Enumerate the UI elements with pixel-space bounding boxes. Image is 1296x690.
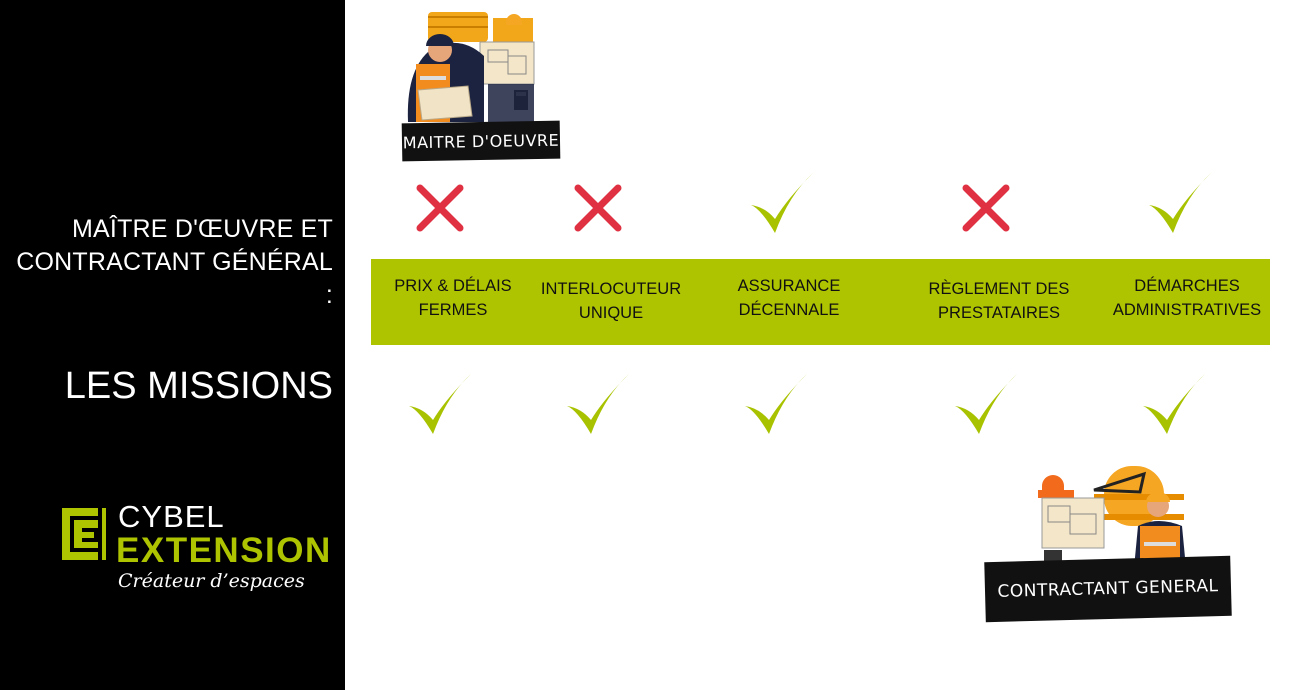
role-tag-contractant-general: CONTRACTANT GENERAL [984,555,1232,623]
mission-label-3: ASSURANCE DÉCENNALE [737,277,841,319]
logo-e-icon [62,508,106,560]
maitre-oeuvre-cross-1 [416,184,464,232]
mission-label-5: DÉMARCHES ADMINISTRATIVES [1112,277,1262,319]
diagram-heading: MAÎTRE D'ŒUVRE ET CONTRACTANT GÉNÉRAL : [16,215,333,309]
contractant-general-check-2 [567,374,629,434]
missions-band [371,259,1270,345]
maitre-oeuvre-illustration [407,12,535,123]
maitre-oeuvre-cross-2 [574,184,622,232]
maitre-oeuvre-cross-4 [962,184,1010,232]
maitre-oeuvre-check-5 [1149,173,1211,233]
mission-label-1: PRIX & DÉLAIS FERMES [394,277,512,319]
logo-tagline: Créateur d’espaces [118,570,305,592]
logo-cybel: CYBEL [118,499,225,534]
role-tag-maitre-oeuvre: MAITRE D'OEUVRE [401,120,561,162]
missions-title: LES MISSIONS [64,365,333,407]
company-logo: CYBEL EXTENSION Créateur d’espaces [56,500,346,600]
left-panel: MAÎTRE D'ŒUVRE ET CONTRACTANT GÉNÉRAL : … [0,0,345,690]
maitre-oeuvre-check-3 [751,173,813,233]
mission-label-2: INTERLOCUTEUR UNIQUE [540,280,682,322]
contractant-general-check-5 [1143,374,1205,434]
contractant-general-check-3 [745,374,807,434]
contractant-general-check-4 [955,374,1017,434]
contractant-general-check-1 [409,374,471,434]
contractant-general-illustration [1038,466,1186,568]
mission-label-4: RÈGLEMENT DES PRESTATAIRES [928,280,1070,322]
logo-extension: EXTENSION [116,531,332,570]
